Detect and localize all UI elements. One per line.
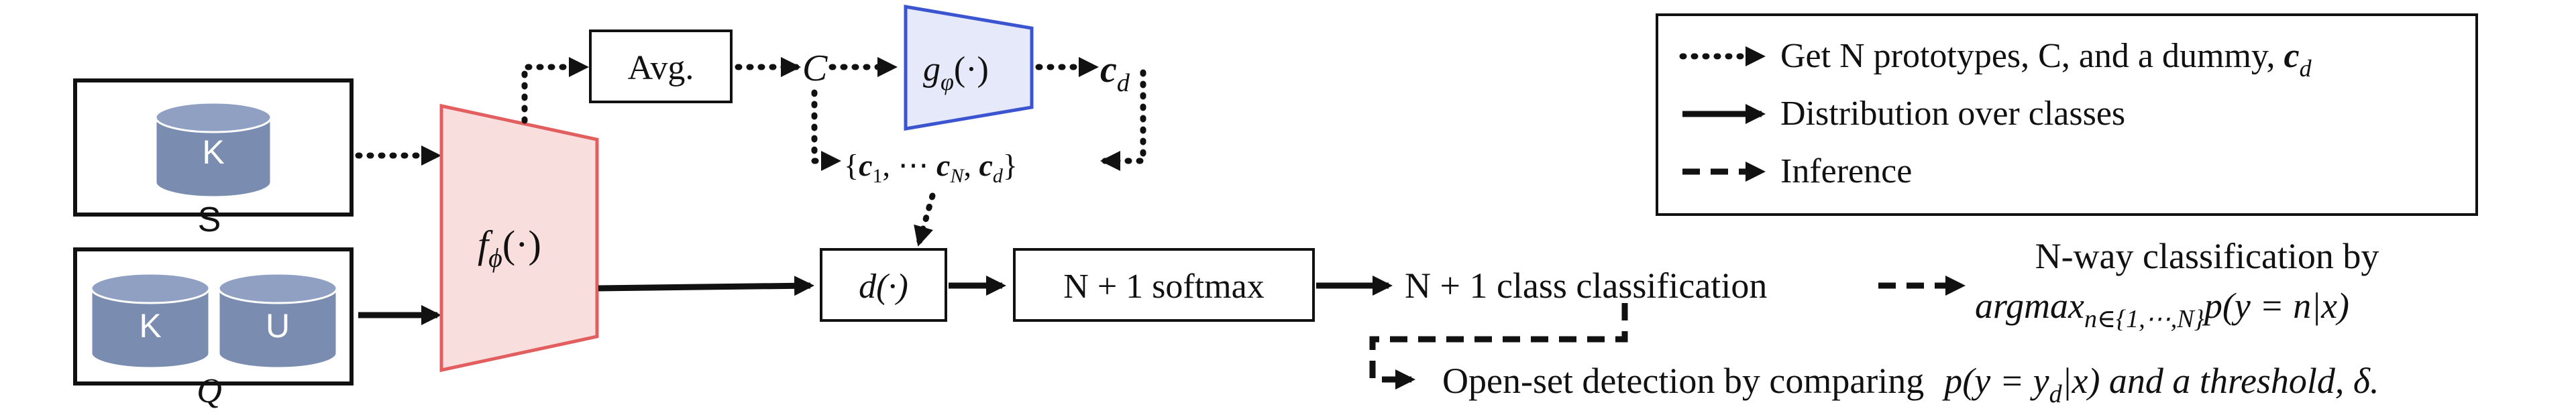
prototype-set: {c1, ⋯ cN, cd} (844, 148, 1018, 187)
dummy-label: cd (1100, 49, 1130, 97)
set-to-distance-arrow (914, 192, 936, 247)
softmax-label: N + 1 softmax (1063, 268, 1264, 306)
legend-dashed-text: Inference (1780, 152, 1912, 190)
known-cylinder-query: K (90, 272, 211, 369)
encoder-to-avg-arrow (521, 57, 589, 124)
generator-label: gφ(·) (923, 50, 989, 95)
encoder-label: fϕ(·) (478, 223, 541, 273)
legend-box (1656, 13, 2478, 216)
query-set: K U Q (73, 247, 354, 410)
softmax-box (1013, 248, 1315, 322)
support-set-box (73, 78, 354, 217)
distance-label: d(·) (859, 268, 908, 306)
avg-label: Avg. (628, 49, 694, 87)
query-set-box (73, 247, 354, 386)
generator-block: gφ(·) (904, 5, 1034, 131)
support-set: K S (73, 78, 354, 239)
softmax-block: N + 1 softmax (1013, 248, 1315, 322)
support-set-label: S (198, 200, 221, 239)
generator-trapezoid (904, 5, 1034, 131)
legend: Get N prototypes, C, and a dummy, cd Dis… (1656, 13, 2478, 216)
nway-line2: argmaxn∈{1,⋯,N}p(y = n|x) (1975, 286, 2349, 333)
avg-box (589, 29, 733, 103)
distance-box (820, 248, 947, 322)
dummy-to-set-arrow (1100, 69, 1146, 171)
distance-block: d(·) (820, 248, 947, 322)
encoder-to-distance-arrow (598, 276, 814, 296)
unknown-label-query: U (266, 307, 290, 345)
query-set-label: Q (197, 372, 222, 410)
prototypes-to-set-arrow (811, 89, 841, 171)
encoder-block: fϕ(·) (439, 103, 599, 373)
classification-to-openset-arrow (1369, 303, 1628, 390)
known-cylinder-support: K (154, 101, 272, 198)
classification-label: N + 1 class classification (1405, 265, 1767, 306)
prototype-symbol: C (802, 48, 828, 89)
encoder-trapezoid (439, 103, 599, 373)
avg-block: Avg. (589, 29, 733, 103)
nway-line1: N-way classification by (2035, 236, 2379, 276)
unknown-cylinder-query: U (217, 272, 338, 369)
known-label-support: K (202, 133, 224, 171)
legend-solid-text: Distribution over classes (1780, 95, 2125, 133)
legend-dotted-text: Get N prototypes, C, and a dummy, cd (1780, 37, 2312, 82)
known-label-query: K (139, 307, 161, 345)
